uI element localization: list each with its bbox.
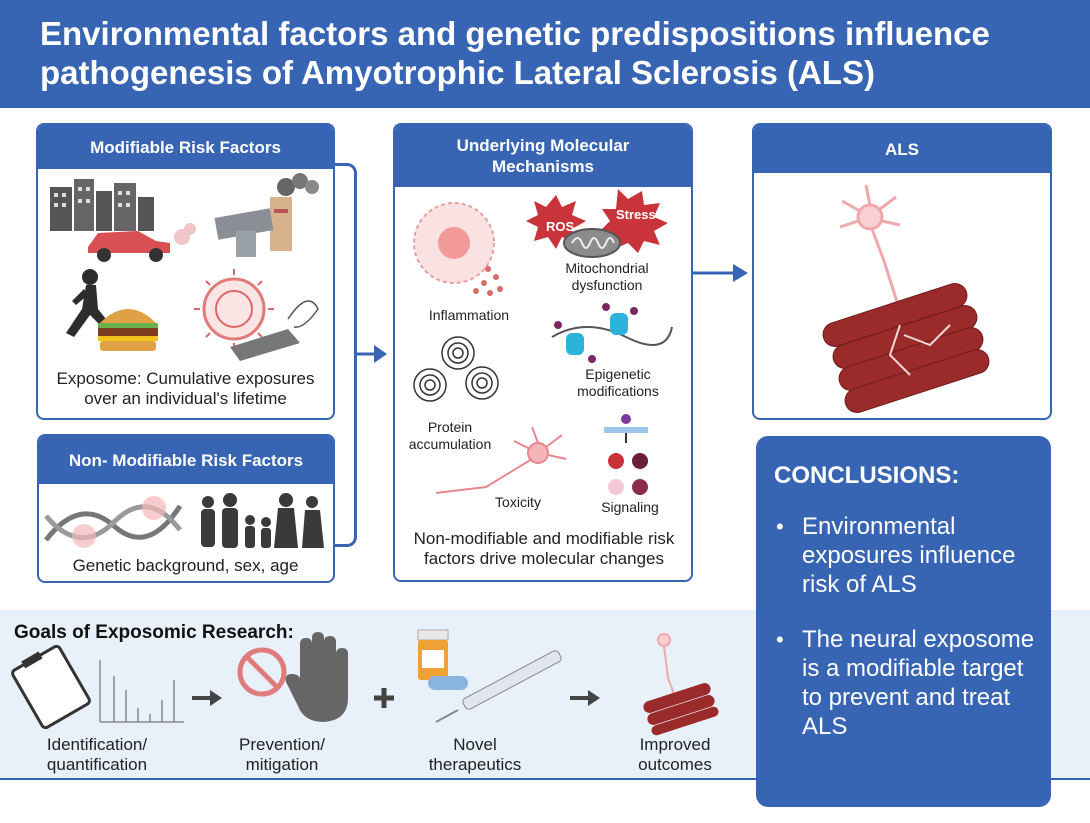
modifiable-risk-title: Modifiable Risk Factors: [38, 125, 333, 169]
conclusions-box: CONCLUSIONS: Environmental exposures inf…: [756, 436, 1051, 807]
toxicity-label: Toxicity: [495, 494, 541, 510]
inflammation-label: Inflammation: [428, 307, 510, 323]
mechanisms-title: Underlying Molecular Mechanisms: [395, 125, 691, 187]
conclusion-item: Environmental exposures influence risk o…: [774, 512, 1044, 599]
virus-icon: [194, 269, 319, 361]
people-family-icon: [201, 493, 324, 548]
conclusions-list: Environmental exposures influence risk o…: [774, 512, 1044, 767]
signaling-icon: [604, 414, 648, 495]
non-modifiable-icons: [44, 493, 324, 548]
modifiable-icons: [50, 173, 319, 361]
improved-outcomes-icon: [643, 633, 719, 736]
non-modifiable-risk-title: Non- Modifiable Risk Factors: [39, 436, 333, 484]
conclusions-title: CONCLUSIONS:: [774, 462, 960, 489]
arrow-to-mechanisms: [356, 345, 387, 363]
plus-icon: [374, 688, 394, 708]
arrow-to-als: [693, 264, 748, 282]
pill-bottle-syringe-icon: [417, 629, 562, 723]
car-icon: [88, 223, 196, 262]
factory-pipe-icon: [214, 173, 319, 257]
goal-arrow-1: [192, 690, 222, 706]
muscle-fibers-icon: [822, 283, 990, 413]
goal-step-4: Improved outcomes: [638, 735, 712, 774]
prohibited-hand-icon: [237, 632, 348, 722]
als-neuron-muscle-illustration: [822, 184, 990, 413]
risk-bracket: [335, 163, 357, 547]
protein-aggregate-icon: [413, 336, 499, 402]
mechanisms-caption: Non-modifiable and modifiable risk facto…: [413, 529, 675, 568]
mitochondria-icon: [563, 228, 621, 258]
burger-icon: [98, 309, 158, 351]
mitochondrial-label: Mitochondrial dysfunction: [565, 260, 649, 293]
epigenetic-label: Epigenetic modifications: [577, 366, 659, 399]
neuron-icon: [839, 184, 906, 346]
inflammation-icon: [413, 202, 503, 296]
page-title: Environmental factors and genetic predis…: [40, 15, 990, 91]
city-icon: [50, 179, 154, 231]
modifiable-caption: Exposome: Cumulative exposures over an i…: [56, 369, 315, 408]
header-banner: Environmental factors and genetic predis…: [0, 0, 1090, 108]
conclusion-item: The neural exposome is a modifiable targ…: [774, 625, 1044, 741]
als-title: ALS: [754, 125, 1050, 173]
goal-step-3: Novel therapeutics: [428, 735, 522, 774]
stress-label: Stress: [616, 207, 656, 222]
goal-step-1: Identification/ quantification: [46, 735, 148, 774]
clipboard-chart-icon: [11, 644, 184, 730]
mechanisms-icons: ROS Stress: [413, 189, 673, 495]
non-modifiable-caption: Genetic background, sex, age: [72, 556, 299, 575]
epigenetic-icon: [551, 303, 673, 363]
dna-icon: [44, 496, 183, 548]
goals-icons: [11, 629, 719, 736]
goals-title: Goals of Exposomic Research:: [14, 622, 294, 643]
signaling-label: Signaling: [601, 499, 659, 515]
goal-step-2: Prevention/ mitigation: [239, 735, 325, 774]
toxicity-neuron-icon: [435, 426, 567, 494]
protein-label: Protein accumulation: [408, 419, 492, 452]
ros-label: ROS: [546, 219, 575, 234]
goal-arrow-2: [570, 690, 600, 706]
